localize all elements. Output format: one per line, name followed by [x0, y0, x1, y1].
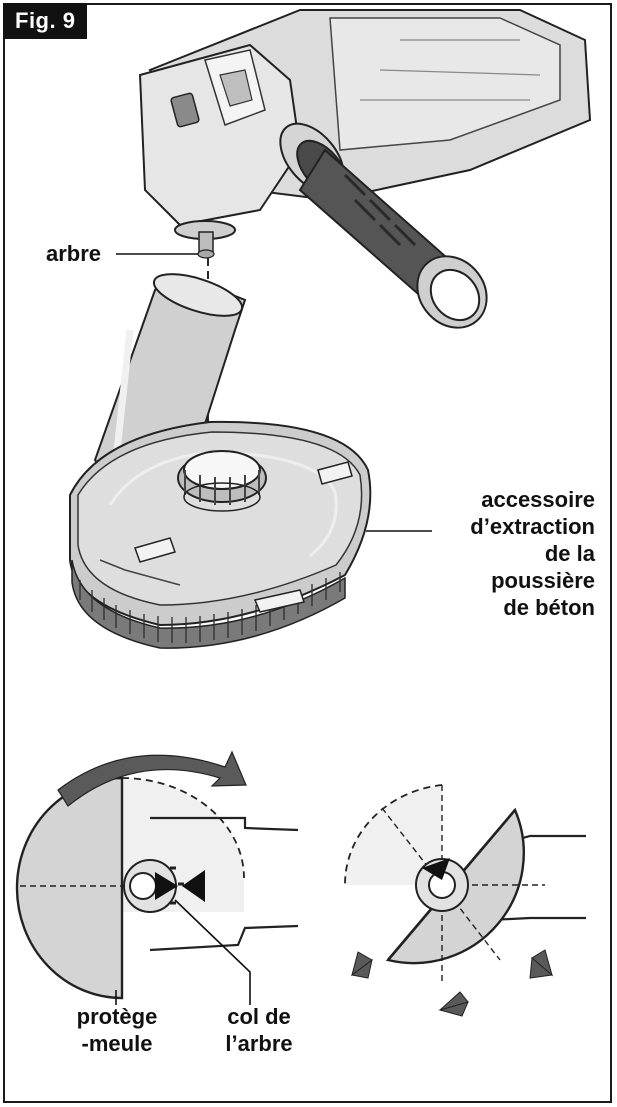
side-handle [279, 122, 488, 329]
label-arbre-text: arbre [46, 241, 102, 266]
label-col-line2: l’arbre [225, 1031, 293, 1056]
label-accessoire-line2: d’extraction [470, 514, 595, 539]
label-col-line1: col de [227, 1004, 291, 1029]
label-protege-line1: protège [76, 1004, 158, 1029]
col-leader [174, 899, 251, 1005]
rotate-arrow-icon [57, 750, 247, 807]
angle-grinder [138, 9, 592, 329]
push-arrow-icon [350, 951, 373, 979]
label-arbre: arbre [46, 240, 101, 267]
label-protege-meule: protège -meule [62, 1003, 172, 1057]
dust-shroud [69, 273, 372, 649]
guard-detail-right [344, 784, 586, 1017]
label-accessoire-line1: accessoire [481, 487, 595, 512]
label-accessoire-line4: de béton [503, 595, 595, 620]
label-accessoire: accessoire d’extraction de la poussière … [435, 486, 595, 621]
label-col-arbre: col de l’arbre [214, 1003, 304, 1057]
push-arrow-icon [438, 991, 469, 1017]
figure-label: Fig. 9 [3, 3, 88, 39]
label-protege-line2: -meule [81, 1031, 153, 1056]
push-arrow-icon [529, 949, 554, 979]
guard-detail-left [15, 750, 299, 1000]
label-accessoire-line3: de la poussière [491, 541, 595, 593]
